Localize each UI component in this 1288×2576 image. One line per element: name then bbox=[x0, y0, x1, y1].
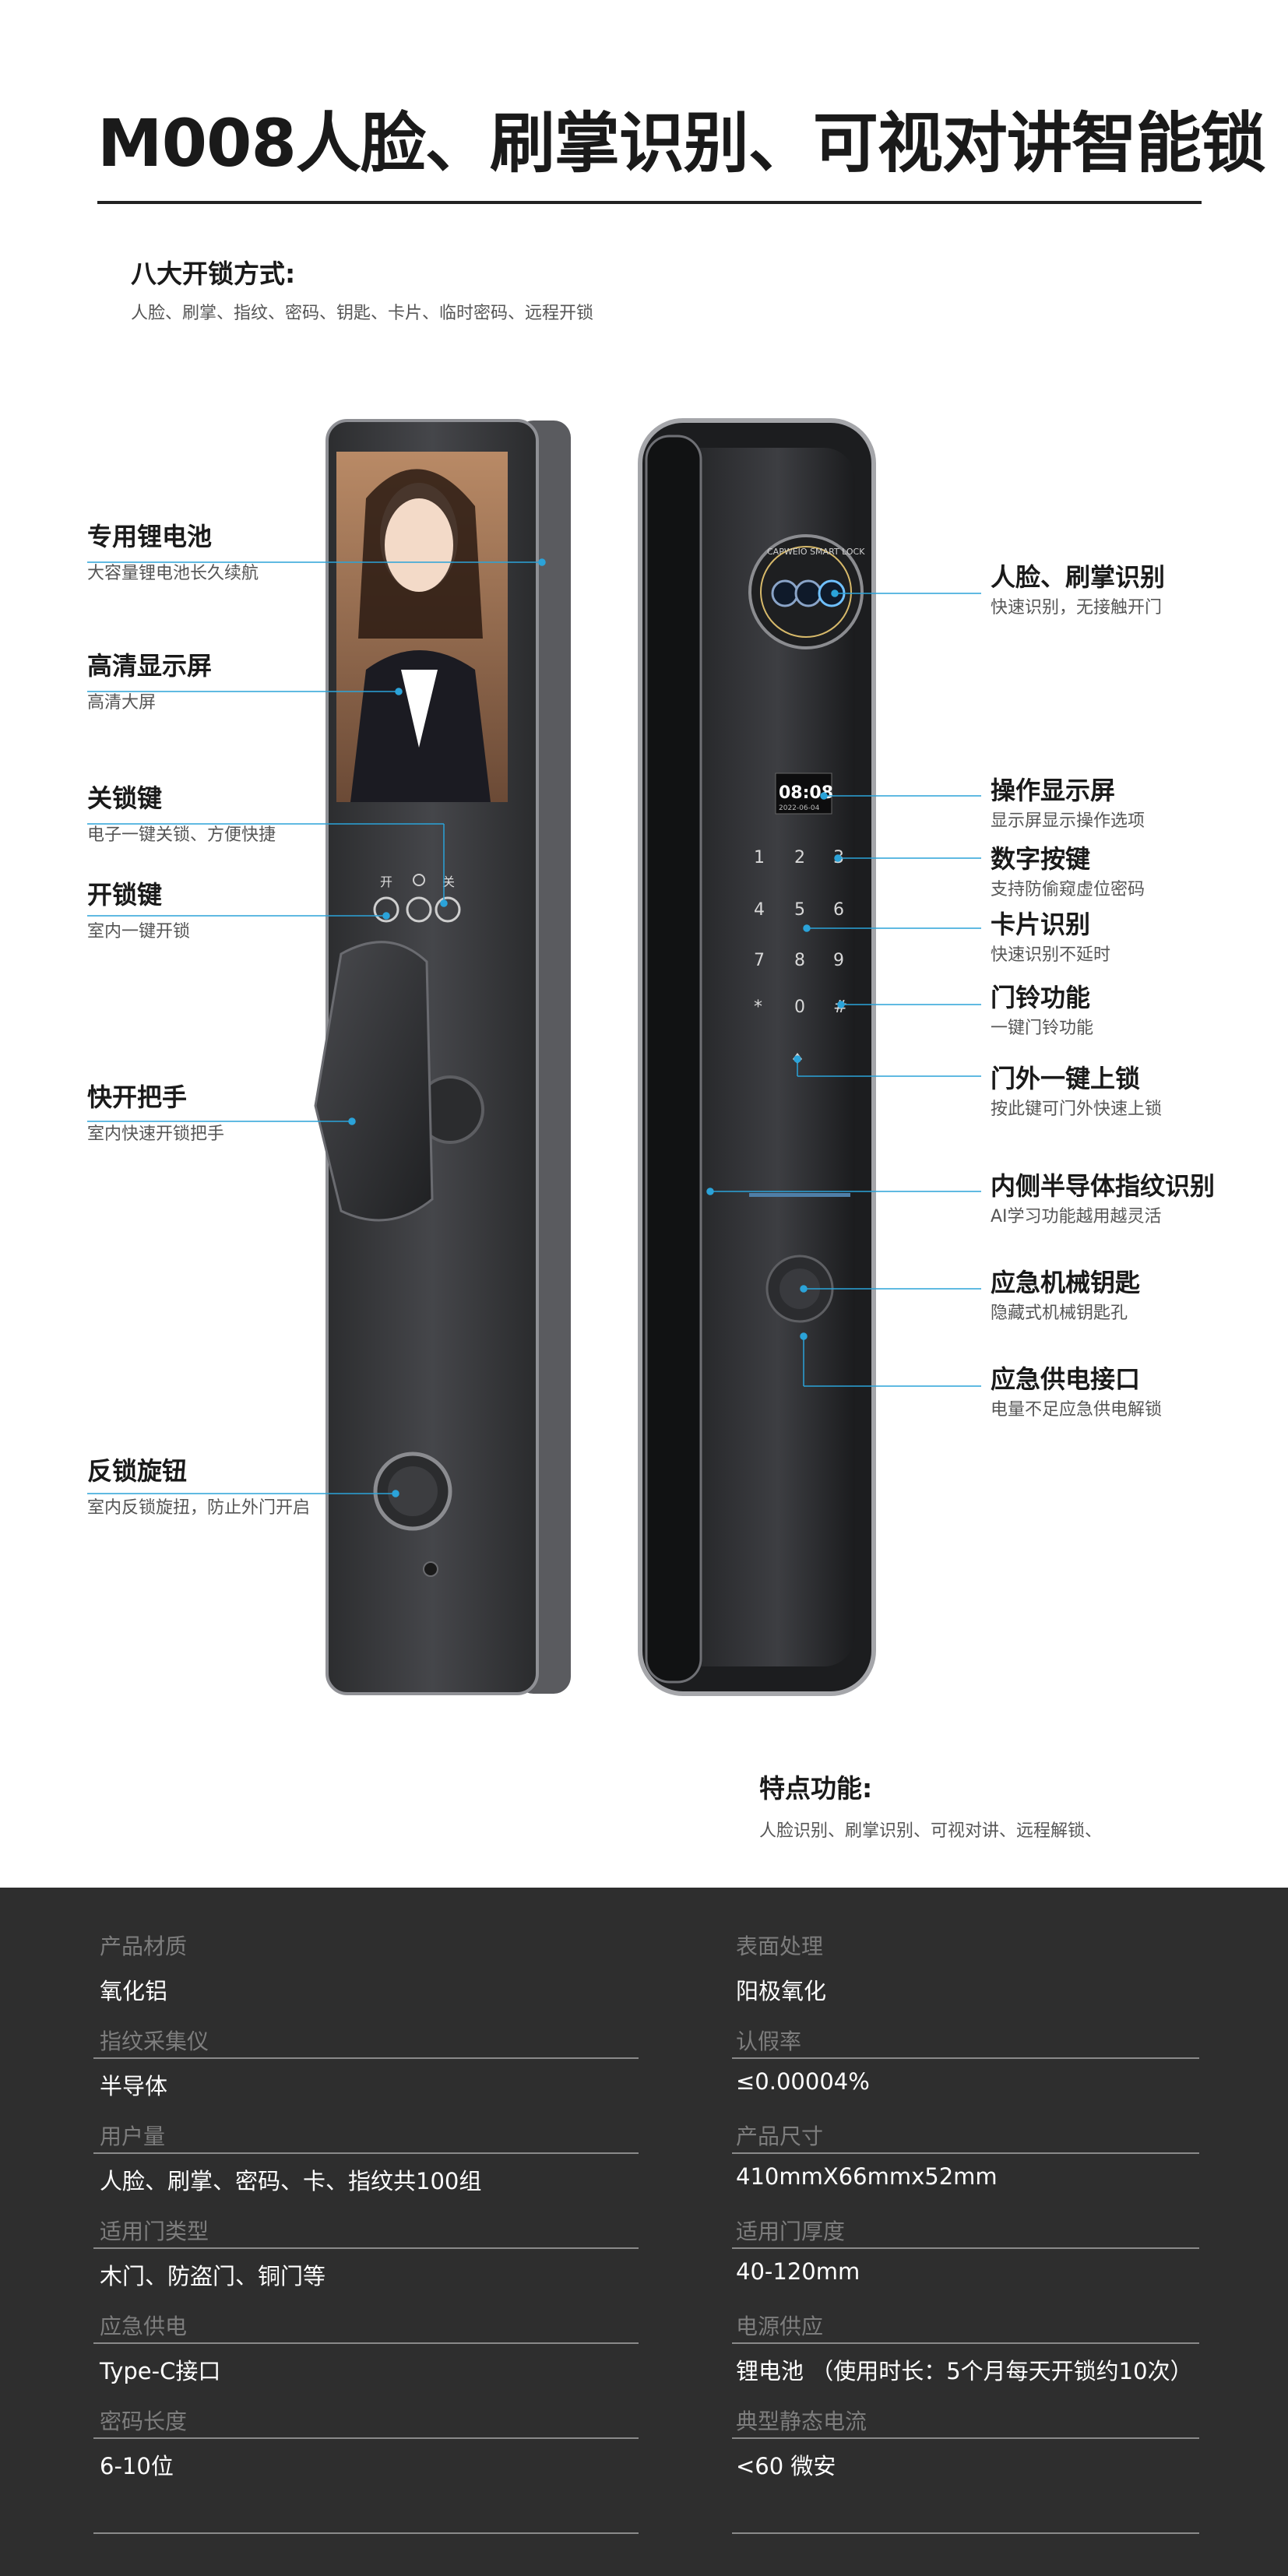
product-illustration: 开 关 CAPWEIO SMART LOCK 08:08 2022-06-04 … bbox=[87, 418, 981, 1696]
features-heading: 特点功能: bbox=[759, 1773, 873, 1804]
spec-power-supply: 电源供应 锂电池 （使用时长：5个月每天开锁约10次） bbox=[736, 2314, 1193, 2384]
callout-outside-lock: 门外一键上锁 按此键可门外快速上锁 bbox=[991, 1064, 1163, 1120]
unlock-methods-heading: 八大开锁方式: bbox=[131, 259, 296, 289]
spec-divider bbox=[93, 2057, 639, 2059]
date-text: 2022-06-04 bbox=[779, 804, 820, 812]
spec-divider bbox=[732, 2057, 1199, 2059]
key-8[interactable]: 8 bbox=[794, 951, 805, 970]
open-button-icon[interactable] bbox=[373, 896, 399, 923]
spec-fingerprint-sensor: 指纹采集仪 半导体 bbox=[100, 2029, 209, 2099]
callout-card-reader: 卡片识别 快速识别不延时 bbox=[991, 910, 1111, 966]
inner-lock-body: 开 关 bbox=[314, 419, 571, 1695]
callout-keypad: 数字按键 支持防偷窥虚位密码 bbox=[991, 844, 1145, 900]
quick-open-handle[interactable] bbox=[314, 941, 434, 1222]
key-2[interactable]: 2 bbox=[794, 848, 805, 867]
spec-divider bbox=[732, 2152, 1199, 2154]
spec-divider bbox=[93, 2247, 639, 2249]
spec-divider bbox=[93, 2532, 639, 2534]
spec-static-current: 典型静态电流 <60 微安 bbox=[736, 2409, 867, 2479]
callout-close-button: 关锁键 电子一键关锁、方便快捷 bbox=[87, 783, 276, 846]
key-9[interactable]: 9 bbox=[833, 951, 844, 970]
key-star[interactable]: * bbox=[754, 998, 762, 1017]
spec-password-length: 密码长度 6-10位 bbox=[100, 2409, 188, 2479]
spec-surface: 表面处理 阳极氧化 bbox=[736, 1934, 827, 2004]
camera-ring-text: CAPWEIO SMART LOCK bbox=[767, 547, 865, 557]
key-6[interactable]: 6 bbox=[833, 900, 844, 920]
callout-open-button: 开锁键 室内一键开锁 bbox=[87, 880, 191, 942]
features-text: 人脸识别、刷掌识别、可视对讲、远程解锁、 bbox=[759, 1821, 1103, 1841]
callout-emergency-key: 应急机械钥匙 隐藏式机械钥匙孔 bbox=[991, 1268, 1141, 1324]
spec-divider bbox=[732, 2247, 1199, 2249]
spec-divider bbox=[732, 2342, 1199, 2344]
key-1[interactable]: 1 bbox=[754, 848, 765, 867]
left-leader-lines bbox=[87, 558, 546, 1497]
key-5[interactable]: 5 bbox=[794, 900, 805, 920]
page-title: M008人脸、刷掌识别、可视对讲智能锁 bbox=[97, 105, 1266, 181]
callout-operation-display: 操作显示屏 显示屏显示操作选项 bbox=[991, 776, 1145, 832]
spec-door-type: 适用门类型 木门、防盗门、铜门等 bbox=[100, 2219, 326, 2289]
callout-hd-display: 高清显示屏 高清大屏 bbox=[87, 651, 213, 713]
spec-panel: 产品材质 氧化铝 表面处理 阳极氧化 指纹采集仪 半导体 认假率 ≤0.0000… bbox=[0, 1888, 1288, 2576]
spec-divider bbox=[93, 2437, 639, 2439]
spec-dimensions: 产品尺寸 410mmX66mmx52mm bbox=[736, 2124, 998, 2190]
unlock-methods-text: 人脸、刷掌、指纹、密码、钥匙、卡片、临时密码、远程开锁 bbox=[131, 304, 594, 323]
spec-door-thickness: 适用门厚度 40-120mm bbox=[736, 2219, 860, 2285]
spec-divider bbox=[93, 2342, 639, 2344]
key-7[interactable]: 7 bbox=[754, 951, 765, 970]
title-divider bbox=[97, 201, 1202, 204]
key-0[interactable]: 0 bbox=[794, 998, 805, 1017]
spec-far: 认假率 ≤0.00004% bbox=[736, 2029, 870, 2095]
outer-lock-body: CAPWEIO SMART LOCK 08:08 2022-06-04 1 2 … bbox=[638, 418, 876, 1696]
callout-deadbolt-knob: 反锁旋钮 室内反锁旋扭，防止外门开启 bbox=[87, 1456, 311, 1519]
callout-fingerprint: 内侧半导体指纹识别 AI学习功能越用越灵活 bbox=[991, 1171, 1216, 1227]
camera-button-icon bbox=[406, 896, 432, 923]
spec-emergency-power: 应急供电 Type-C接口 bbox=[100, 2314, 221, 2384]
open-button-label: 开 bbox=[380, 875, 392, 889]
key-4[interactable]: 4 bbox=[754, 900, 765, 920]
callout-doorbell: 门铃功能 一键门铃功能 bbox=[991, 983, 1094, 1039]
spec-material: 产品材质 氧化铝 bbox=[100, 1934, 188, 2004]
close-button-label: 关 bbox=[442, 875, 455, 889]
spec-divider bbox=[732, 2532, 1199, 2534]
fingerprint-sensor bbox=[749, 1193, 850, 1197]
close-button-icon[interactable] bbox=[435, 896, 461, 923]
spec-divider bbox=[732, 2437, 1199, 2439]
callout-emergency-power: 应急供电接口 电量不足应急供电解锁 bbox=[991, 1364, 1163, 1420]
spec-divider bbox=[93, 2152, 639, 2154]
right-leader-lines bbox=[706, 589, 981, 1387]
callout-lithium-battery: 专用锂电池 大容量锂电池长久续航 bbox=[87, 522, 259, 584]
callout-face-palm: 人脸、刷掌识别 快速识别，无接触开门 bbox=[991, 562, 1166, 618]
callout-quick-handle: 快开把手 室内快速开锁把手 bbox=[87, 1082, 225, 1145]
spec-user-capacity: 用户量 人脸、刷掌、密码、卡、指纹共100组 bbox=[100, 2124, 482, 2194]
